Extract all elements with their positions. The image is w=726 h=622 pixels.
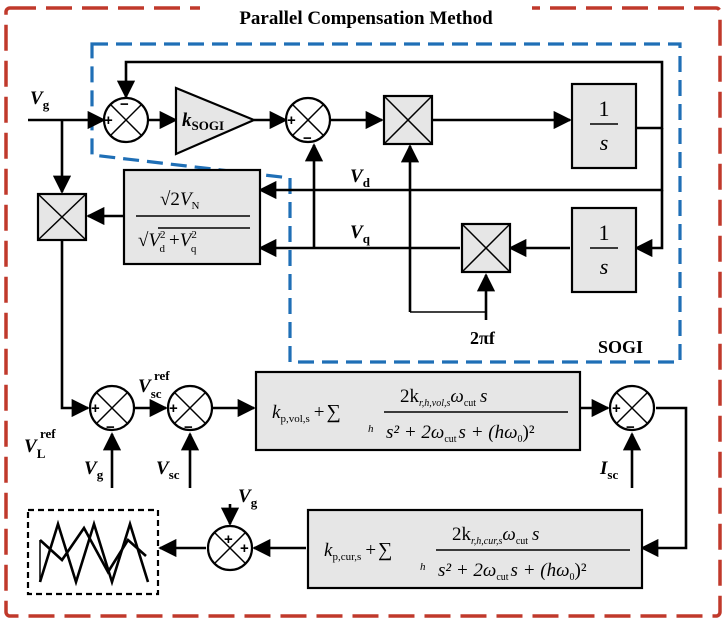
svg-text:kp,vol,s+∑: kp,vol,s+∑ [272, 401, 341, 425]
svg-text:+: + [224, 531, 233, 548]
sum-junction-feedforward: + + [206, 524, 254, 572]
ksogi-gain-block: kSOGI [174, 86, 257, 156]
svg-text:1: 1 [599, 96, 610, 121]
svg-text:+: + [169, 400, 178, 417]
vl-ref-sup: ref [40, 426, 56, 441]
svg-text:+: + [287, 112, 296, 129]
sum-junction-voltage-ref: + − [88, 384, 136, 436]
sum-junction-sogi-feedback: + − [284, 96, 332, 147]
svg-text:+: + [104, 112, 113, 129]
svg-text:h: h [420, 561, 426, 573]
multiplier-sogi-quadrature [460, 222, 512, 274]
sum-junction-sogi-input: + − [102, 96, 150, 144]
sum-junction-current-error: + − [608, 384, 656, 436]
svg-text:+: + [240, 540, 249, 557]
vsc-ref-label: Vsc [138, 376, 162, 401]
svg-text:kp,cur,s+∑: kp,cur,s+∑ [324, 539, 392, 563]
vg-input-label: Vg [30, 88, 50, 112]
multiplier-reference [36, 192, 88, 242]
multiplier-sogi-forward [382, 94, 434, 146]
vl-ref-label: VL [24, 436, 46, 461]
svg-text:−: − [120, 96, 129, 113]
vsc-ref-sup: ref [154, 368, 170, 383]
vg-final-label: Vg [238, 486, 258, 510]
svg-text:s: s [600, 130, 609, 155]
svg-text:1: 1 [599, 220, 610, 245]
svg-text:−: − [106, 419, 115, 436]
svg-text:−: − [626, 419, 635, 436]
sum-junction-voltage-error: + − [166, 384, 214, 436]
integrator-1: 1 s [570, 82, 638, 170]
svg-text:√2VN: √2VN [160, 189, 200, 212]
sogi-label: SOGI [598, 337, 643, 357]
pwm-modulator-block [26, 508, 160, 596]
svg-text:−: − [303, 130, 312, 147]
svg-text:kSOGI: kSOGI [182, 110, 224, 133]
svg-text:+: + [612, 400, 621, 417]
isc-label: Isc [599, 458, 618, 482]
svg-text:−: − [184, 419, 193, 436]
svg-text:√V2d+V2q: √V2d+V2q [138, 229, 197, 255]
vsc-label: Vsc [156, 458, 180, 482]
sogi-region-border [90, 42, 682, 364]
integrator-2: 1 s [570, 206, 638, 294]
svg-text:+: + [91, 400, 100, 417]
diagram-title: Parallel Compensation Method [239, 8, 493, 29]
svg-text:s: s [600, 254, 609, 279]
vg-bottom-label: Vg [84, 458, 104, 482]
two-pi-f-label: 2πf [470, 328, 496, 348]
svg-text:h: h [368, 423, 374, 435]
outer-border [4, 6, 722, 618]
vd-label: Vd [350, 166, 371, 190]
vq-label: Vq [350, 222, 371, 246]
